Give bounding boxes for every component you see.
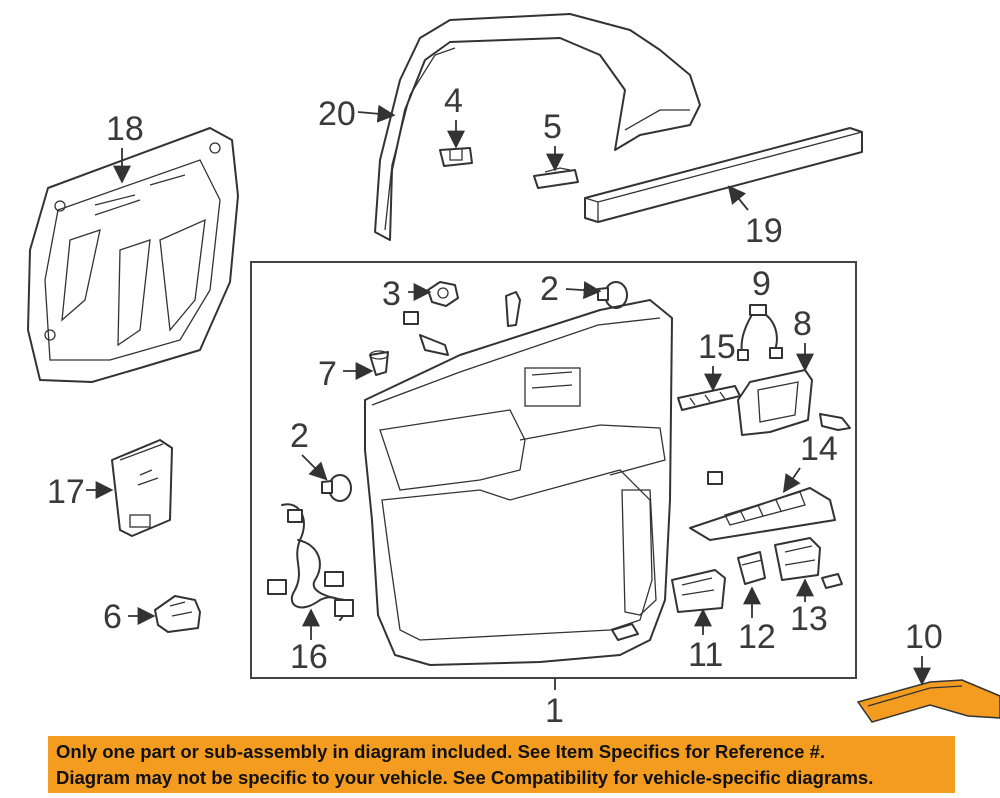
part-19-belt-weatherstrip xyxy=(584,127,863,223)
part-1-door-trim-panel xyxy=(364,299,673,666)
part-17-switch xyxy=(111,439,173,537)
disclaimer-line-2: Diagram may not be specific to your vehi… xyxy=(56,767,874,788)
leader-2a xyxy=(565,281,602,300)
small-clip-lower xyxy=(611,623,639,641)
leader-20 xyxy=(357,104,396,123)
part-15-switch-bezel xyxy=(677,385,741,411)
small-clip xyxy=(707,471,723,485)
screw xyxy=(819,413,851,431)
part-10-trim-piece-highlighted xyxy=(856,679,1000,723)
callout-15: 15 xyxy=(698,328,736,366)
callout-13: 13 xyxy=(790,600,828,638)
part-2-push-pin-left xyxy=(321,474,352,502)
callout-10: 10 xyxy=(905,618,943,656)
callout-4: 4 xyxy=(444,82,463,120)
callout-3: 3 xyxy=(382,275,401,313)
callout-2a: 2 xyxy=(540,270,559,308)
callout-19: 19 xyxy=(745,212,783,250)
leader-19 xyxy=(727,185,749,211)
callout-7: 7 xyxy=(318,355,337,393)
disclaimer-banner: Only one part or sub-assembly in diagram… xyxy=(48,736,955,793)
leader-14 xyxy=(782,467,801,493)
part-12-lock-switch xyxy=(737,551,766,585)
leader-2b xyxy=(301,454,328,481)
part-9-wire-pigtail xyxy=(737,304,783,361)
part-16-wiring-harness xyxy=(267,503,354,621)
part-7-bushing xyxy=(369,350,389,376)
part-20-window-frame-molding xyxy=(374,13,701,241)
part-5-clip xyxy=(533,167,579,189)
fastener-group xyxy=(403,291,521,356)
callout-20: 20 xyxy=(318,95,356,133)
callout-12: 12 xyxy=(738,618,776,656)
part-8-inside-handle xyxy=(737,369,813,436)
callout-1: 1 xyxy=(545,692,564,730)
part-13-mirror-switch xyxy=(774,537,843,589)
part-3-nut xyxy=(427,281,459,307)
part-11-window-switch xyxy=(671,569,726,613)
callout-2b: 2 xyxy=(290,417,309,455)
part-4-clip xyxy=(439,147,473,167)
callout-14: 14 xyxy=(800,430,838,468)
part-14-switch-plate xyxy=(689,487,836,541)
door-trim-assembly-frame xyxy=(250,261,857,679)
callout-6: 6 xyxy=(103,598,122,636)
callout-9: 9 xyxy=(752,265,771,303)
callout-5: 5 xyxy=(543,108,562,146)
callout-16: 16 xyxy=(290,638,328,676)
callout-17: 17 xyxy=(47,473,85,511)
callout-11: 11 xyxy=(688,636,723,674)
part-18-door-inner-panel xyxy=(27,127,239,383)
disclaimer-line-1: Only one part or sub-assembly in diagram… xyxy=(56,741,826,762)
part-6-bracket xyxy=(154,595,201,633)
callout-8: 8 xyxy=(793,305,812,343)
part-2-push-pin-top xyxy=(597,281,628,309)
callout-18: 18 xyxy=(106,110,144,148)
